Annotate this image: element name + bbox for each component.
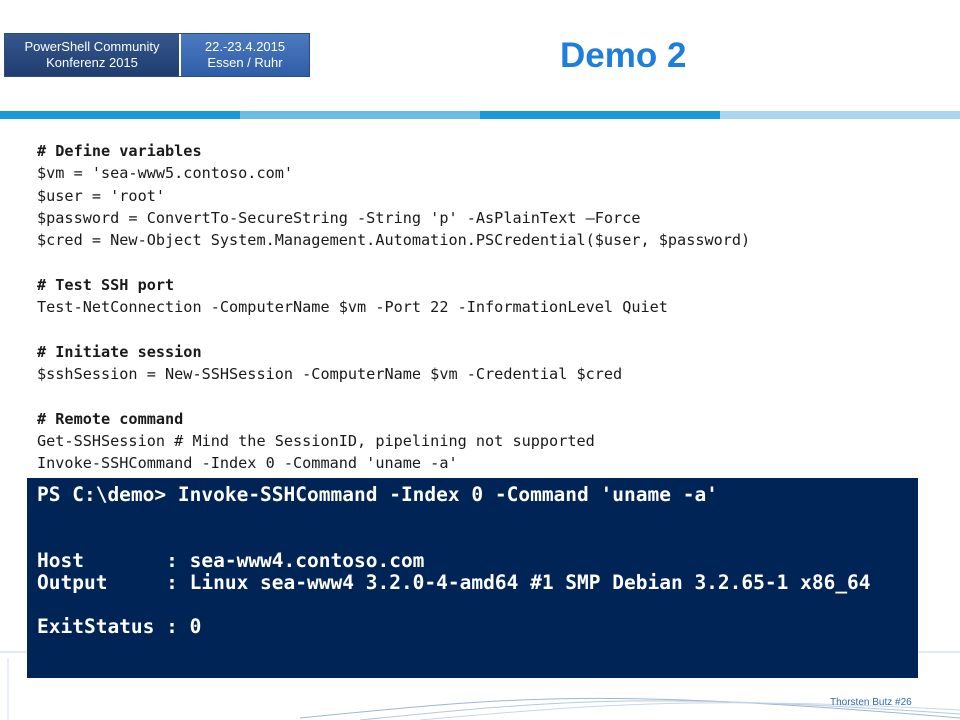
header-stripe — [0, 111, 240, 119]
code-block: # Define variables $vm = 'sea-www5.contos… — [37, 140, 917, 474]
logo-right-panel: 22.-23.4.2015 Essen / Ruhr — [179, 34, 309, 76]
console-blank-line — [37, 506, 918, 528]
code-line: $user = 'root' — [37, 186, 166, 205]
console-line: PS C:\demo> Invoke-SSHCommand -Index 0 -… — [37, 483, 718, 506]
console-blank-line — [37, 594, 918, 616]
code-line: Test-NetConnection -ComputerName $vm -Po… — [37, 298, 668, 317]
conference-logo: PowerShell Community Konferenz 2015 22.-… — [4, 33, 310, 77]
code-line: Get-SSHSession # Mind the SessionID, pip… — [37, 431, 595, 450]
code-comment-line: # Remote command — [37, 409, 184, 428]
code-comment-line: # Test SSH port — [37, 275, 175, 294]
code-blank-line — [37, 251, 917, 273]
console-line: ExitStatus : 0 — [37, 615, 202, 638]
code-line: Invoke-SSHCommand -Index 0 -Command 'una… — [37, 454, 458, 473]
code-blank-line — [37, 318, 917, 340]
logo-location: Essen / Ruhr — [207, 55, 283, 70]
slide-title: Demo 2 — [560, 36, 687, 75]
console-line: Output : Linux sea-www4 3.2.0-4-amd64 #1… — [37, 571, 871, 594]
code-line: $vm = 'sea-www5.contoso.com' — [37, 164, 294, 183]
logo-left-panel: PowerShell Community Konferenz 2015 — [5, 34, 179, 76]
logo-date: 22.-23.4.2015 — [204, 39, 286, 54]
console-blank-line — [37, 528, 918, 550]
footer-author-page: Thorsten Butz #26 — [830, 697, 912, 708]
powershell-console-output: PS C:\demo> Invoke-SSHCommand -Index 0 -… — [27, 478, 918, 678]
code-comment-line: # Initiate session — [37, 342, 202, 361]
logo-line: PowerShell Community — [24, 39, 160, 54]
logo-line: Konferenz 2015 — [46, 55, 138, 70]
code-line: $cred = New-Object System.Management.Aut… — [37, 231, 751, 250]
code-line: $sshSession = New-SSHSession -ComputerNa… — [37, 364, 623, 383]
console-line: Host : sea-www4.contoso.com — [37, 549, 425, 572]
header-stripe — [720, 111, 960, 119]
header-stripe — [240, 111, 480, 119]
code-blank-line — [37, 385, 917, 407]
header-stripe — [480, 111, 720, 119]
code-line: $password = ConvertTo-SecureString -Stri… — [37, 208, 641, 227]
code-comment-line: # Define variables — [37, 142, 202, 160]
